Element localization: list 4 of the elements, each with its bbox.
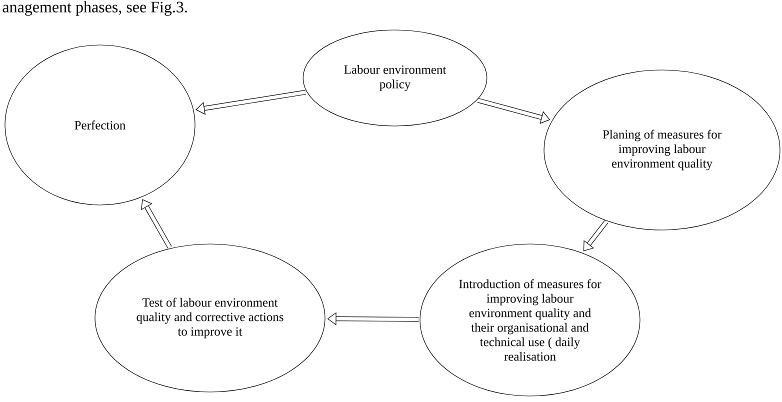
block-arrow [583, 220, 608, 252]
block-arrow [196, 90, 306, 115]
caption-text: anagement phases, see Fig.3. [2, 1, 187, 16]
block-arrow [141, 199, 172, 249]
